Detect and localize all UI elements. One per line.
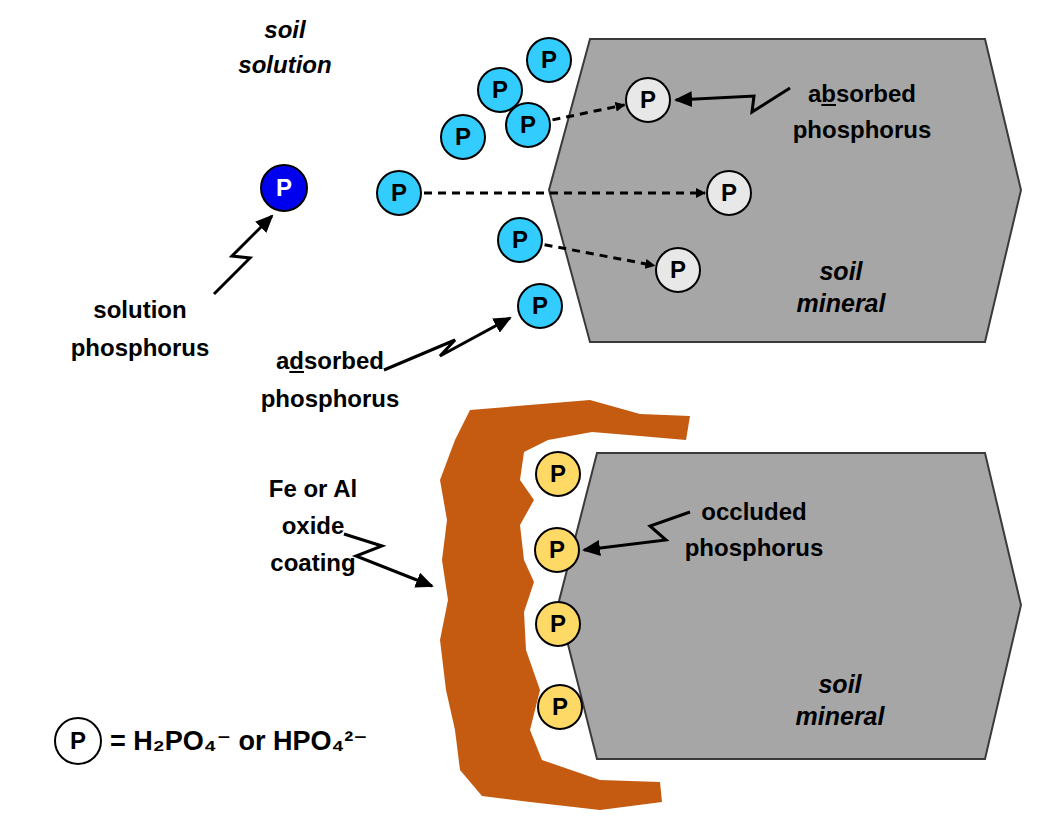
leader-line: [214, 216, 272, 294]
solution-p-circle: P: [260, 164, 308, 212]
node-text: P: [520, 113, 536, 137]
callout-label: occluded phosphorus: [678, 494, 830, 566]
node-text: P: [640, 88, 656, 112]
mineral-outline: [548, 38, 1022, 343]
hexagon-shape: [558, 453, 1021, 759]
absorbed-p-circle: P: [706, 170, 752, 216]
callout-label: Fe or Al oxide coating: [256, 470, 370, 581]
node-text: P: [541, 48, 557, 72]
node-text: P: [455, 125, 471, 149]
underlined-letter: b: [821, 80, 836, 107]
occluded-p-circle: P: [537, 684, 583, 730]
leader-line: [344, 534, 432, 586]
formula-label: = H₂PO₄⁻ or HPO₄²⁻: [110, 722, 510, 760]
adsorbed-p-circle: P: [440, 114, 486, 160]
region-label: soil solution: [220, 12, 350, 82]
node-text: P: [549, 538, 565, 562]
node-text: P: [550, 612, 566, 636]
callout-label: solution phosphorus: [64, 291, 216, 367]
node-text: P: [70, 729, 86, 753]
leader-line: [384, 318, 510, 370]
adsorbed-p-circle: P: [526, 37, 572, 83]
node-text: P: [552, 695, 568, 719]
node-text: P: [532, 294, 548, 318]
absorbed-p-circle: P: [655, 247, 701, 293]
node-text: P: [550, 462, 566, 486]
callout-label: absorbed phosphorus: [788, 76, 936, 148]
occluded-p-circle: P: [534, 527, 580, 573]
absorbed-p-circle: P: [625, 77, 671, 123]
node-text: P: [391, 181, 407, 205]
node-text: P: [276, 176, 292, 200]
node-text: soil mineral: [785, 255, 897, 319]
node-text: P: [670, 258, 686, 282]
underlined-letter: d: [289, 347, 304, 374]
soil-mineral: soil mineral P P P: [548, 38, 1022, 343]
node-text: soil mineral: [784, 668, 896, 732]
adsorbed-p-circle: P: [517, 283, 563, 329]
legend-p-circle: P: [54, 717, 102, 765]
adsorbed-p-circle: P: [497, 217, 543, 263]
node-text: P: [492, 78, 508, 102]
occluded-p-circle: P: [535, 451, 581, 497]
callout-label: adsorbed phosphorus: [254, 342, 406, 418]
node-text: P: [512, 228, 528, 252]
node-text: P: [721, 181, 737, 205]
occluded-p-circle: P: [535, 601, 581, 647]
adsorbed-p-circle: P: [505, 102, 551, 148]
hexagon-shape: [549, 39, 1021, 342]
adsorbed-p-circle: P: [376, 170, 422, 216]
